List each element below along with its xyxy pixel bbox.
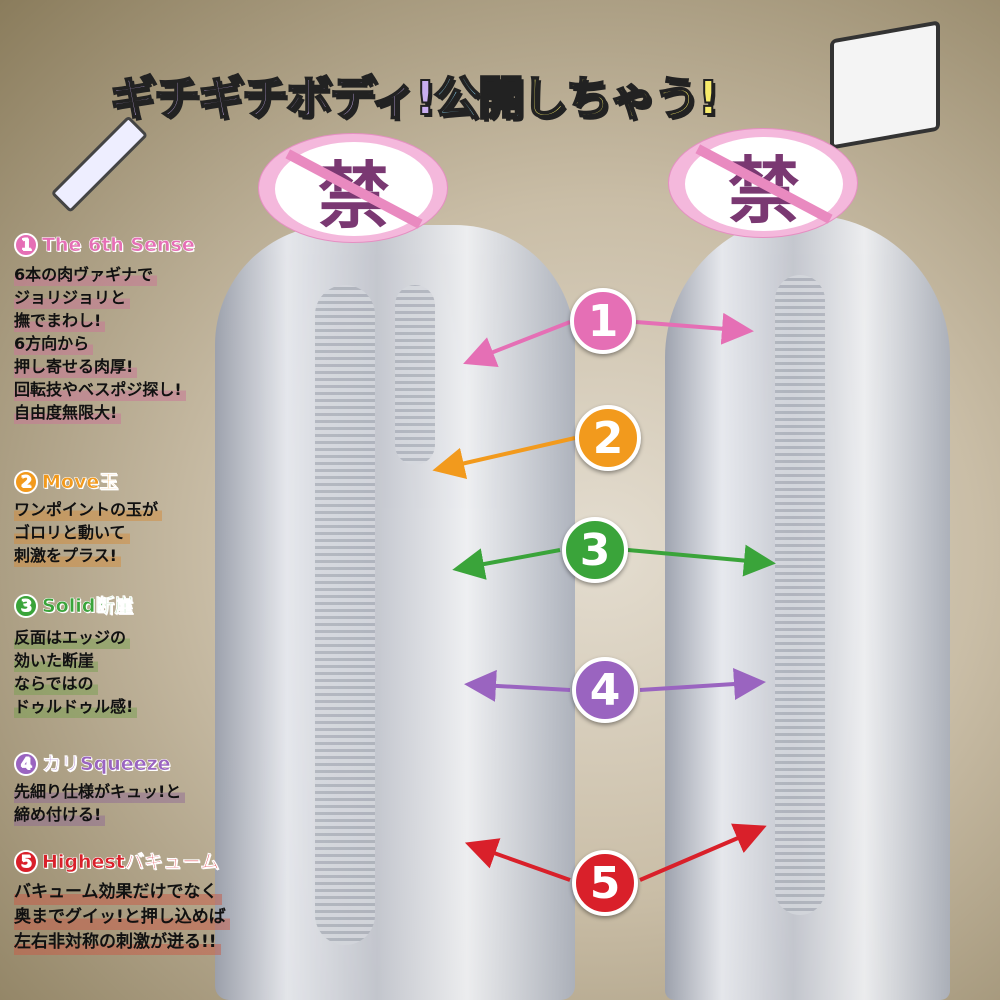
feature-number: 5: [14, 850, 38, 874]
page-title: ギチギチボディ!公開しちゃう!: [109, 62, 720, 128]
title-part1: ギチギチボディ!: [109, 70, 437, 126]
feature-text: ドゥルドゥル感!: [14, 695, 138, 718]
callout-1: 1: [570, 288, 636, 354]
callout-3: 3: [562, 517, 628, 583]
feature-title: Solid断崖: [42, 594, 134, 617]
feature-title: Move玉: [42, 470, 119, 493]
feature-text: 自由度無限大!: [14, 401, 122, 424]
title-part3: しちゃう!: [521, 70, 720, 126]
feature-text: バキューム効果だけでなく: [14, 880, 222, 905]
feature-text: 先細り仕様がキュッ!と: [14, 780, 186, 803]
feature-text: 回転技やベスポジ探し!: [14, 378, 186, 401]
arrow-3-right: [627, 544, 776, 577]
feature-text: 6本の肉ヴァギナで: [14, 263, 158, 286]
feature-text: 締め付ける!: [14, 803, 106, 826]
feature-title: The 6th Sense: [42, 233, 195, 256]
arrow-1-left: [463, 320, 571, 368]
feature-number: 1: [14, 233, 38, 257]
feature-text: 奥までグイッ!と押し込めば: [14, 905, 230, 930]
feature-text: 刺激をプラス!: [14, 544, 121, 567]
feature-text: 撫でまわし!: [14, 309, 106, 332]
arrow-3-left: [452, 548, 561, 580]
product-front-view: [215, 225, 575, 1000]
arrow-2-left: [432, 436, 576, 480]
feature-text: 効いた断崖: [14, 649, 99, 672]
feature-number: 3: [14, 594, 38, 618]
callout-2: 2: [575, 405, 641, 471]
feature-text: ジョリジョリと: [14, 286, 131, 309]
arrow-5-left: [464, 838, 571, 882]
arrow-4-left: [464, 669, 571, 702]
feature-text: 6方向から: [14, 332, 94, 355]
arrow-4-right: [639, 668, 766, 700]
feature-number: 4: [14, 752, 38, 776]
feature-text: 押し寄せる肉厚!: [14, 355, 138, 378]
feature-text: ワンポイントの玉が: [14, 498, 163, 521]
feature-text: 反面はエッジの: [14, 626, 131, 649]
callout-4: 4: [572, 657, 638, 723]
censor-mark: 禁: [258, 133, 448, 243]
product-back-view: [665, 215, 950, 1000]
feature-text: 左右非対称の刺激が迸る!!: [14, 930, 221, 955]
arrow-5-right: [639, 823, 767, 882]
feature-title: Highestバキューム: [42, 850, 220, 873]
feature-title: カリSqueeze: [42, 752, 171, 775]
feature-text: ならではの: [14, 672, 98, 695]
censor-mark: 禁: [668, 128, 858, 238]
title-part2: 公開: [433, 70, 525, 126]
arrow-1-right: [635, 312, 754, 345]
feature-number: 2: [14, 470, 38, 494]
feature-text: ゴロリと動いて: [14, 521, 130, 544]
callout-5: 5: [572, 850, 638, 916]
